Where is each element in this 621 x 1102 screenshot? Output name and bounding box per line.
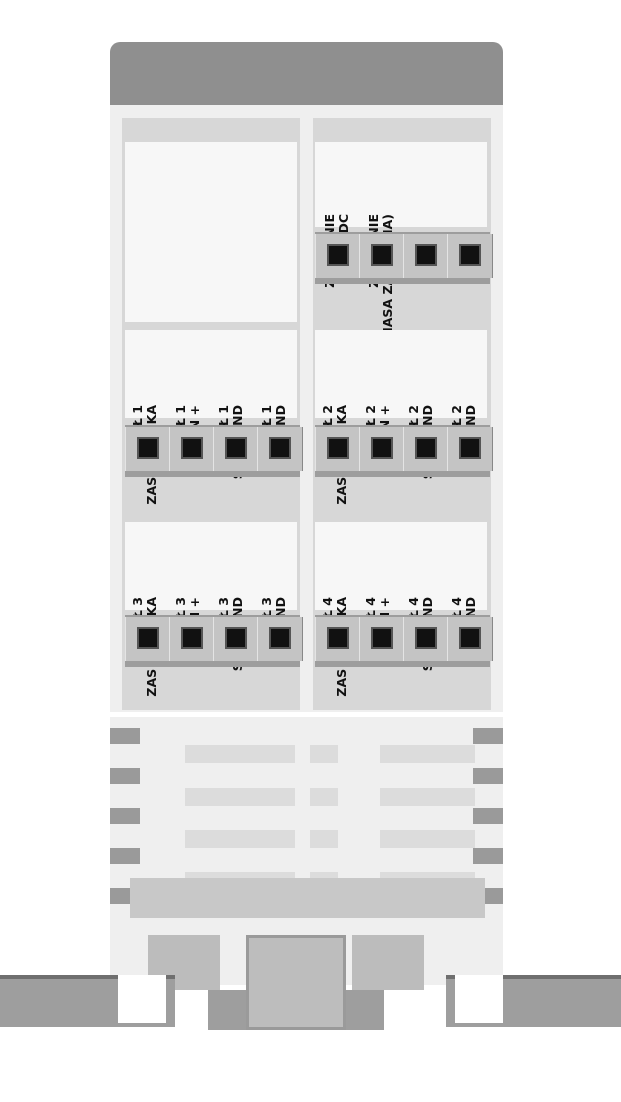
power-label-panel: ZASILANIE +24 VDC ZASILANIE GND (MASA ZA… [315,142,487,381]
vent-slot [380,745,475,763]
power-terminal-2[interactable] [359,234,405,278]
screw-hole-icon [327,244,349,266]
vent-slot [185,830,295,848]
side-tab [473,848,503,864]
vent-slot [310,745,338,763]
screw-hole-icon [225,627,247,649]
power-terminal-block [315,232,493,284]
side-tab [110,728,140,744]
channel-4-label-panel: KANAŁ 4 ZAS CZUJNIKA KANAŁ 4 SYGN + KANA… [315,522,487,697]
ch3-terminal-4[interactable] [257,617,303,661]
rail-gap-right [455,975,503,1023]
screw-hole-icon [269,437,291,459]
ch3-terminal-1[interactable] [125,617,171,661]
rail-post-right [346,990,384,1030]
screw-hole-icon [137,437,159,459]
side-tab [110,848,140,864]
side-tab [473,728,503,744]
power-terminal-3[interactable] [403,234,449,278]
power-terminal-4[interactable] [447,234,493,278]
screw-hole-icon [415,627,437,649]
ch4-terminal-2[interactable] [359,617,405,661]
ch1-terminal-3[interactable] [213,427,259,471]
screw-hole-icon [181,437,203,459]
ch2-terminal-3[interactable] [403,427,449,471]
power-terminal-1[interactable] [315,234,361,278]
side-tab [473,808,503,824]
screw-hole-icon [415,244,437,266]
screw-hole-icon [225,437,247,459]
channel-1-terminal-block [125,425,303,477]
vent-slot [185,788,295,806]
body-divider [110,712,503,717]
vent-slot [310,830,338,848]
ch2-terminal-2[interactable] [359,427,405,471]
rail-post-left [208,990,246,1030]
vent-slot [380,788,475,806]
screw-hole-icon [371,437,393,459]
rail-gap-left [118,975,166,1023]
ch4-terminal-1[interactable] [315,617,361,661]
screw-hole-icon [181,627,203,649]
ch3-terminal-3[interactable] [213,617,259,661]
screw-hole-icon [459,244,481,266]
channel-3-terminal-block [125,615,303,667]
vent-slot [310,788,338,806]
latch-plate [130,878,485,918]
screw-hole-icon [327,437,349,459]
vent-slot [185,745,295,763]
ch2-terminal-1[interactable] [315,427,361,471]
channel-2-label-panel: KANAŁ 2 ZAS CZUJNIKA KANAŁ 2 SYGN + KANA… [315,330,487,505]
side-tab [110,808,140,824]
screw-hole-icon [137,627,159,649]
screw-hole-icon [459,437,481,459]
side-tab [110,768,140,784]
screw-hole-icon [327,627,349,649]
channel-3-label-panel: KANAŁ 3 ZAS CZUJNIKA KANAŁ 3 SYGN + KANA… [125,522,297,697]
ch1-terminal-2[interactable] [169,427,215,471]
channel-4-terminal-block [315,615,493,667]
vent-slot [380,830,475,848]
screw-hole-icon [371,627,393,649]
latch-foot-right [352,935,424,990]
ch4-terminal-4[interactable] [447,617,493,661]
ch1-terminal-1[interactable] [125,427,171,471]
screw-hole-icon [371,244,393,266]
din-clip[interactable] [246,935,346,1030]
blank-label-panel [125,142,297,322]
channel-1-label-panel: KANAŁ 1 ZAS CZUJNIKA KANAŁ 1 SYGN + KANA… [125,330,297,505]
channel-2-terminal-block [315,425,493,477]
ch2-terminal-4[interactable] [447,427,493,471]
ch1-terminal-4[interactable] [257,427,303,471]
screw-hole-icon [269,627,291,649]
ch3-terminal-2[interactable] [169,617,215,661]
ch4-terminal-3[interactable] [403,617,449,661]
screw-hole-icon [415,437,437,459]
side-tab [473,768,503,784]
screw-hole-icon [459,627,481,649]
